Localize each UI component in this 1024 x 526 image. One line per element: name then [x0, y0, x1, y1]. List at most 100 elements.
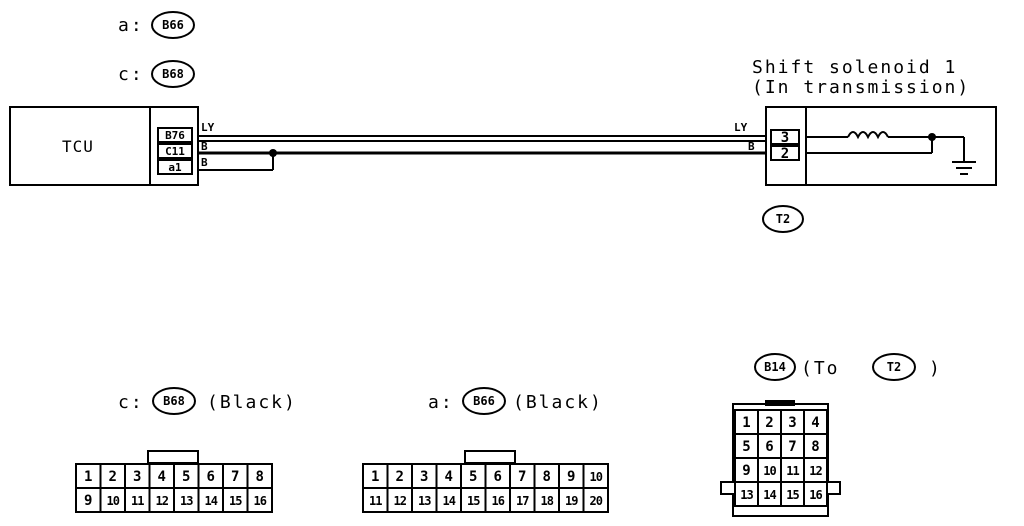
ground-icon	[952, 161, 976, 175]
connector-b14-code: B14	[764, 360, 786, 374]
legend-c-badge	[151, 60, 195, 88]
connector-b14-pin-label: 15	[786, 488, 799, 502]
solenoid-connector-code: T2	[776, 212, 790, 226]
legend-c-code: B68	[162, 67, 184, 81]
connector-c-color: (Black)	[207, 392, 297, 413]
connector-a-pin-label: 4	[445, 469, 453, 485]
connector-a-pin-label: 13	[418, 494, 431, 508]
connector-b14-latch	[765, 400, 795, 406]
connector-a-pin-label: 7	[518, 469, 526, 485]
connector-a-pin-label: 16	[492, 494, 505, 508]
wire-right-color-1: LY	[734, 121, 748, 134]
connector-a-pin-label: 8	[543, 469, 551, 485]
solenoid-connector-badge	[762, 205, 804, 233]
wire-left-color-3: B	[201, 156, 208, 169]
connector-c-pin-label: 16	[254, 494, 267, 508]
connector-b14-pin-label: 13	[740, 488, 753, 502]
connector-c-badge	[152, 387, 196, 415]
connector-a-pin-label: 3	[420, 469, 428, 485]
connector-b14-to-code: T2	[887, 360, 901, 374]
connector-c-pin-label: 12	[156, 494, 169, 508]
connector-a-pin-label: 17	[516, 494, 529, 508]
wire-right-color-2: B	[748, 140, 755, 153]
tcu-pin-2	[157, 143, 193, 159]
connector-a-pin-label: 14	[443, 494, 456, 508]
connector-c-pin-label: 15	[229, 494, 242, 508]
connector-b14-pin-label: 11	[786, 464, 799, 478]
connector-b14-badge	[754, 353, 796, 381]
connector-c-prefix: c:	[118, 392, 144, 413]
wire-splice-dot	[269, 149, 277, 157]
connector-c-pin-label: 1	[84, 469, 92, 485]
connector-b14-pin-label: 7	[788, 439, 796, 455]
connector-c-pin-label: 9	[84, 493, 92, 509]
connector-c-pin-label: 6	[207, 469, 215, 485]
connector-b14-pin-label: 1	[742, 415, 750, 431]
connector-c-pin-label: 11	[131, 494, 144, 508]
connector-a-badge	[462, 387, 506, 415]
connector-c-pin-label: 2	[109, 469, 117, 485]
connector-b14-to-prefix: (To	[801, 358, 840, 379]
connector-a-pin-label: 15	[467, 494, 480, 508]
connector-b14-to-badge	[872, 353, 916, 381]
connector-a-prefix: a:	[428, 392, 454, 413]
connector-a-pin-label: 18	[541, 494, 554, 508]
connector-a-pin-label: 5	[469, 469, 477, 485]
connector-b14-pin-label: 3	[788, 415, 796, 431]
legend: a: B66 c: B68	[118, 11, 195, 88]
connector-c-pin-label: 14	[205, 494, 218, 508]
connector-c-pin-label: 8	[256, 469, 264, 485]
connector-a-pin-label: 10	[590, 470, 603, 484]
connector-b14-pin-label: 12	[809, 464, 822, 478]
connector-a-pin-label: 9	[567, 469, 575, 485]
solenoid-pin-2-label: 2	[781, 146, 789, 162]
connector-b14-pin-label: 8	[811, 439, 819, 455]
legend-a-prefix: a:	[118, 15, 144, 36]
wire-left-color-2: B	[201, 140, 208, 153]
solenoid-connector-housing	[765, 106, 807, 186]
connector-a-pin-label: 20	[590, 494, 603, 508]
connector-b14-pin-label: 6	[765, 439, 773, 455]
tcu-pin-3	[157, 159, 193, 175]
connector-c-pin-cell	[246, 487, 273, 513]
connector-a-pin-label: 12	[394, 494, 407, 508]
connector-c-pin-label: 10	[107, 494, 120, 508]
connector-c-pin-label: 3	[133, 469, 141, 485]
legend-a-badge	[151, 11, 195, 39]
connector-b14-pin-label: 14	[763, 488, 776, 502]
tcu-pin-2-label: C11	[165, 145, 185, 158]
connector-c-pin-label: 5	[182, 469, 190, 485]
connector-a-pin-label: 11	[369, 494, 382, 508]
tcu-connector-housing	[149, 106, 199, 186]
connector-c-pin-label: 13	[180, 494, 193, 508]
connector-c-pin-label: 7	[231, 469, 239, 485]
tcu-block: TCU B76 C11 a1	[9, 106, 199, 186]
connector-b14-pin-label: 2	[765, 415, 773, 431]
connector-b14-pin-cell	[803, 481, 828, 507]
connector-b14-pin-label: 9	[742, 463, 750, 479]
connector-b14-pin-label: 5	[742, 439, 750, 455]
solenoid-title-line1: Shift solenoid 1	[752, 57, 957, 78]
legend-c-prefix: c:	[118, 64, 144, 85]
connector-c-latch	[147, 450, 199, 464]
connector-c-code: B68	[163, 394, 185, 408]
connector-a-pin-label: 19	[565, 494, 578, 508]
connector-c-pin-label: 4	[158, 469, 166, 485]
solenoid-pin-3	[770, 129, 800, 145]
connector-a-latch	[464, 450, 516, 464]
tcu-label: TCU	[62, 137, 94, 156]
connector-b14-pin-label: 10	[763, 464, 776, 478]
tcu-pin-1	[157, 127, 193, 143]
connector-b14-pin-label: 16	[809, 488, 822, 502]
wires: LY B B LY B	[198, 121, 766, 171]
tcu-pin-3-label: a1	[168, 161, 182, 174]
connector-b14-pin-label: 4	[811, 415, 819, 431]
connector-b14-to-suffix: )	[929, 358, 942, 379]
coil-icon	[847, 131, 889, 140]
